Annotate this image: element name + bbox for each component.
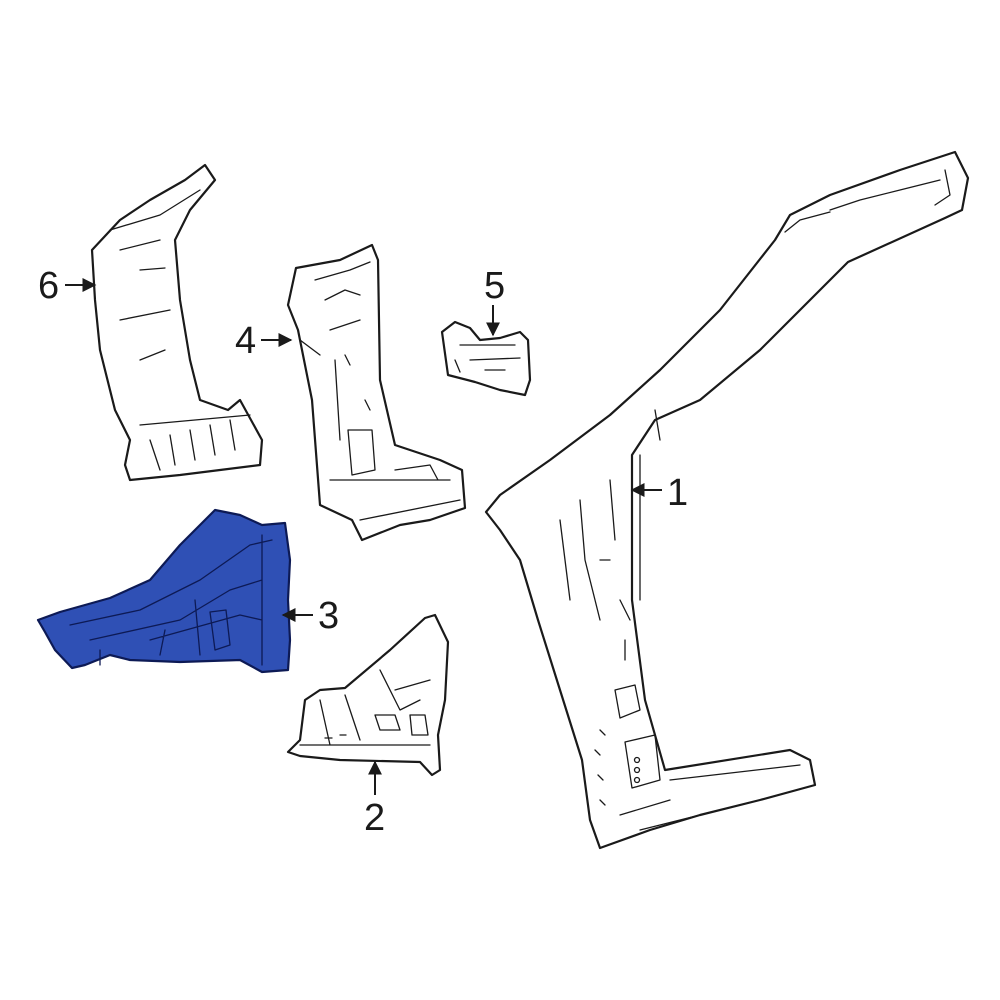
callout-1: 1 — [667, 472, 688, 514]
part-1-pillar[interactable] — [484, 150, 970, 850]
part-2-bracket[interactable] — [286, 613, 450, 777]
callout-5: 5 — [484, 265, 505, 307]
callout-3: 3 — [318, 595, 339, 637]
part-5-small-bracket[interactable] — [440, 320, 532, 397]
part-4-inner-panel[interactable] — [286, 243, 467, 542]
callout-2: 2 — [364, 797, 385, 839]
part-6-upper-panel[interactable] — [90, 163, 264, 482]
callout-4: 4 — [235, 320, 256, 362]
part-3-reinforcement[interactable] — [36, 508, 292, 674]
callout-6: 6 — [38, 265, 59, 307]
